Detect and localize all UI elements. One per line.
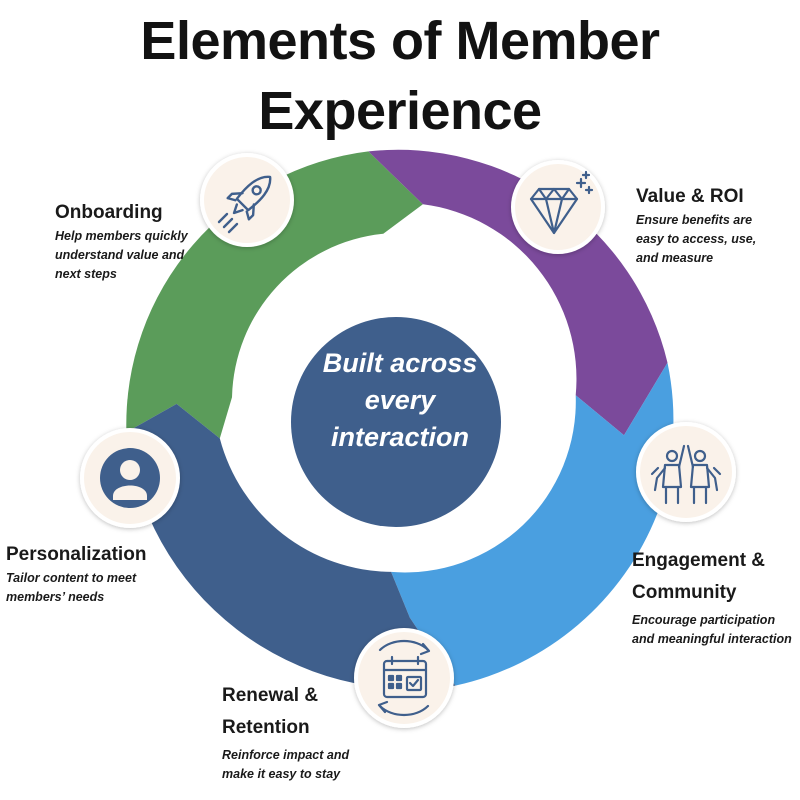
person-icon xyxy=(100,448,160,508)
onboarding-title: Onboarding xyxy=(55,202,163,223)
center-circle xyxy=(291,317,501,527)
center-text: Built across every interaction xyxy=(322,348,478,452)
calendar-cycle-icon xyxy=(377,639,431,717)
personalization-title: Personalization xyxy=(6,544,147,565)
value-roi-description: Ensure benefits are easy to access, use,… xyxy=(636,213,757,265)
engagement-community-description: Encourage participation and meaningful i… xyxy=(632,613,792,646)
renewal-retention-label: Renewal & Retention Reinforce impact and… xyxy=(222,680,362,784)
engagement-community-label: Engagement & Community Encourage partici… xyxy=(632,545,792,649)
ring-segment-personalization-renewal xyxy=(126,403,456,689)
ring-segment-engagement-community xyxy=(391,362,674,686)
onboarding-description: Help members quickly understand value an… xyxy=(55,229,188,281)
ring-segment-value-roi xyxy=(368,149,668,436)
ring-segment-onboarding xyxy=(126,151,423,439)
renewal-retention-title: Renewal & Retention xyxy=(222,685,319,738)
onboarding-label: Onboarding Help members quickly understa… xyxy=(55,200,205,284)
page-title: Elements of Member Experience xyxy=(0,6,800,146)
value-roi-title: Value & ROI xyxy=(636,186,744,207)
rocket-icon-circle xyxy=(200,153,294,247)
value-roi-label: Value & ROI Ensure benefits are easy to … xyxy=(636,184,766,268)
personalization-label: Personalization Tailor content to meet m… xyxy=(6,542,176,607)
engagement-community-title: Engagement & Community xyxy=(632,550,766,603)
renewal-retention-description: Reinforce impact and make it easy to sta… xyxy=(222,748,350,781)
title-line-1: Elements of Member xyxy=(140,11,660,71)
calendar-cycle-icon-circle xyxy=(354,628,454,728)
personalization-description: Tailor content to meet members’ needs xyxy=(6,571,137,604)
title-line-2: Experience xyxy=(258,81,542,141)
diamond-icon xyxy=(529,170,594,235)
community-icon-circle xyxy=(636,422,736,522)
community-icon xyxy=(650,444,722,505)
rocket-icon xyxy=(217,175,272,234)
